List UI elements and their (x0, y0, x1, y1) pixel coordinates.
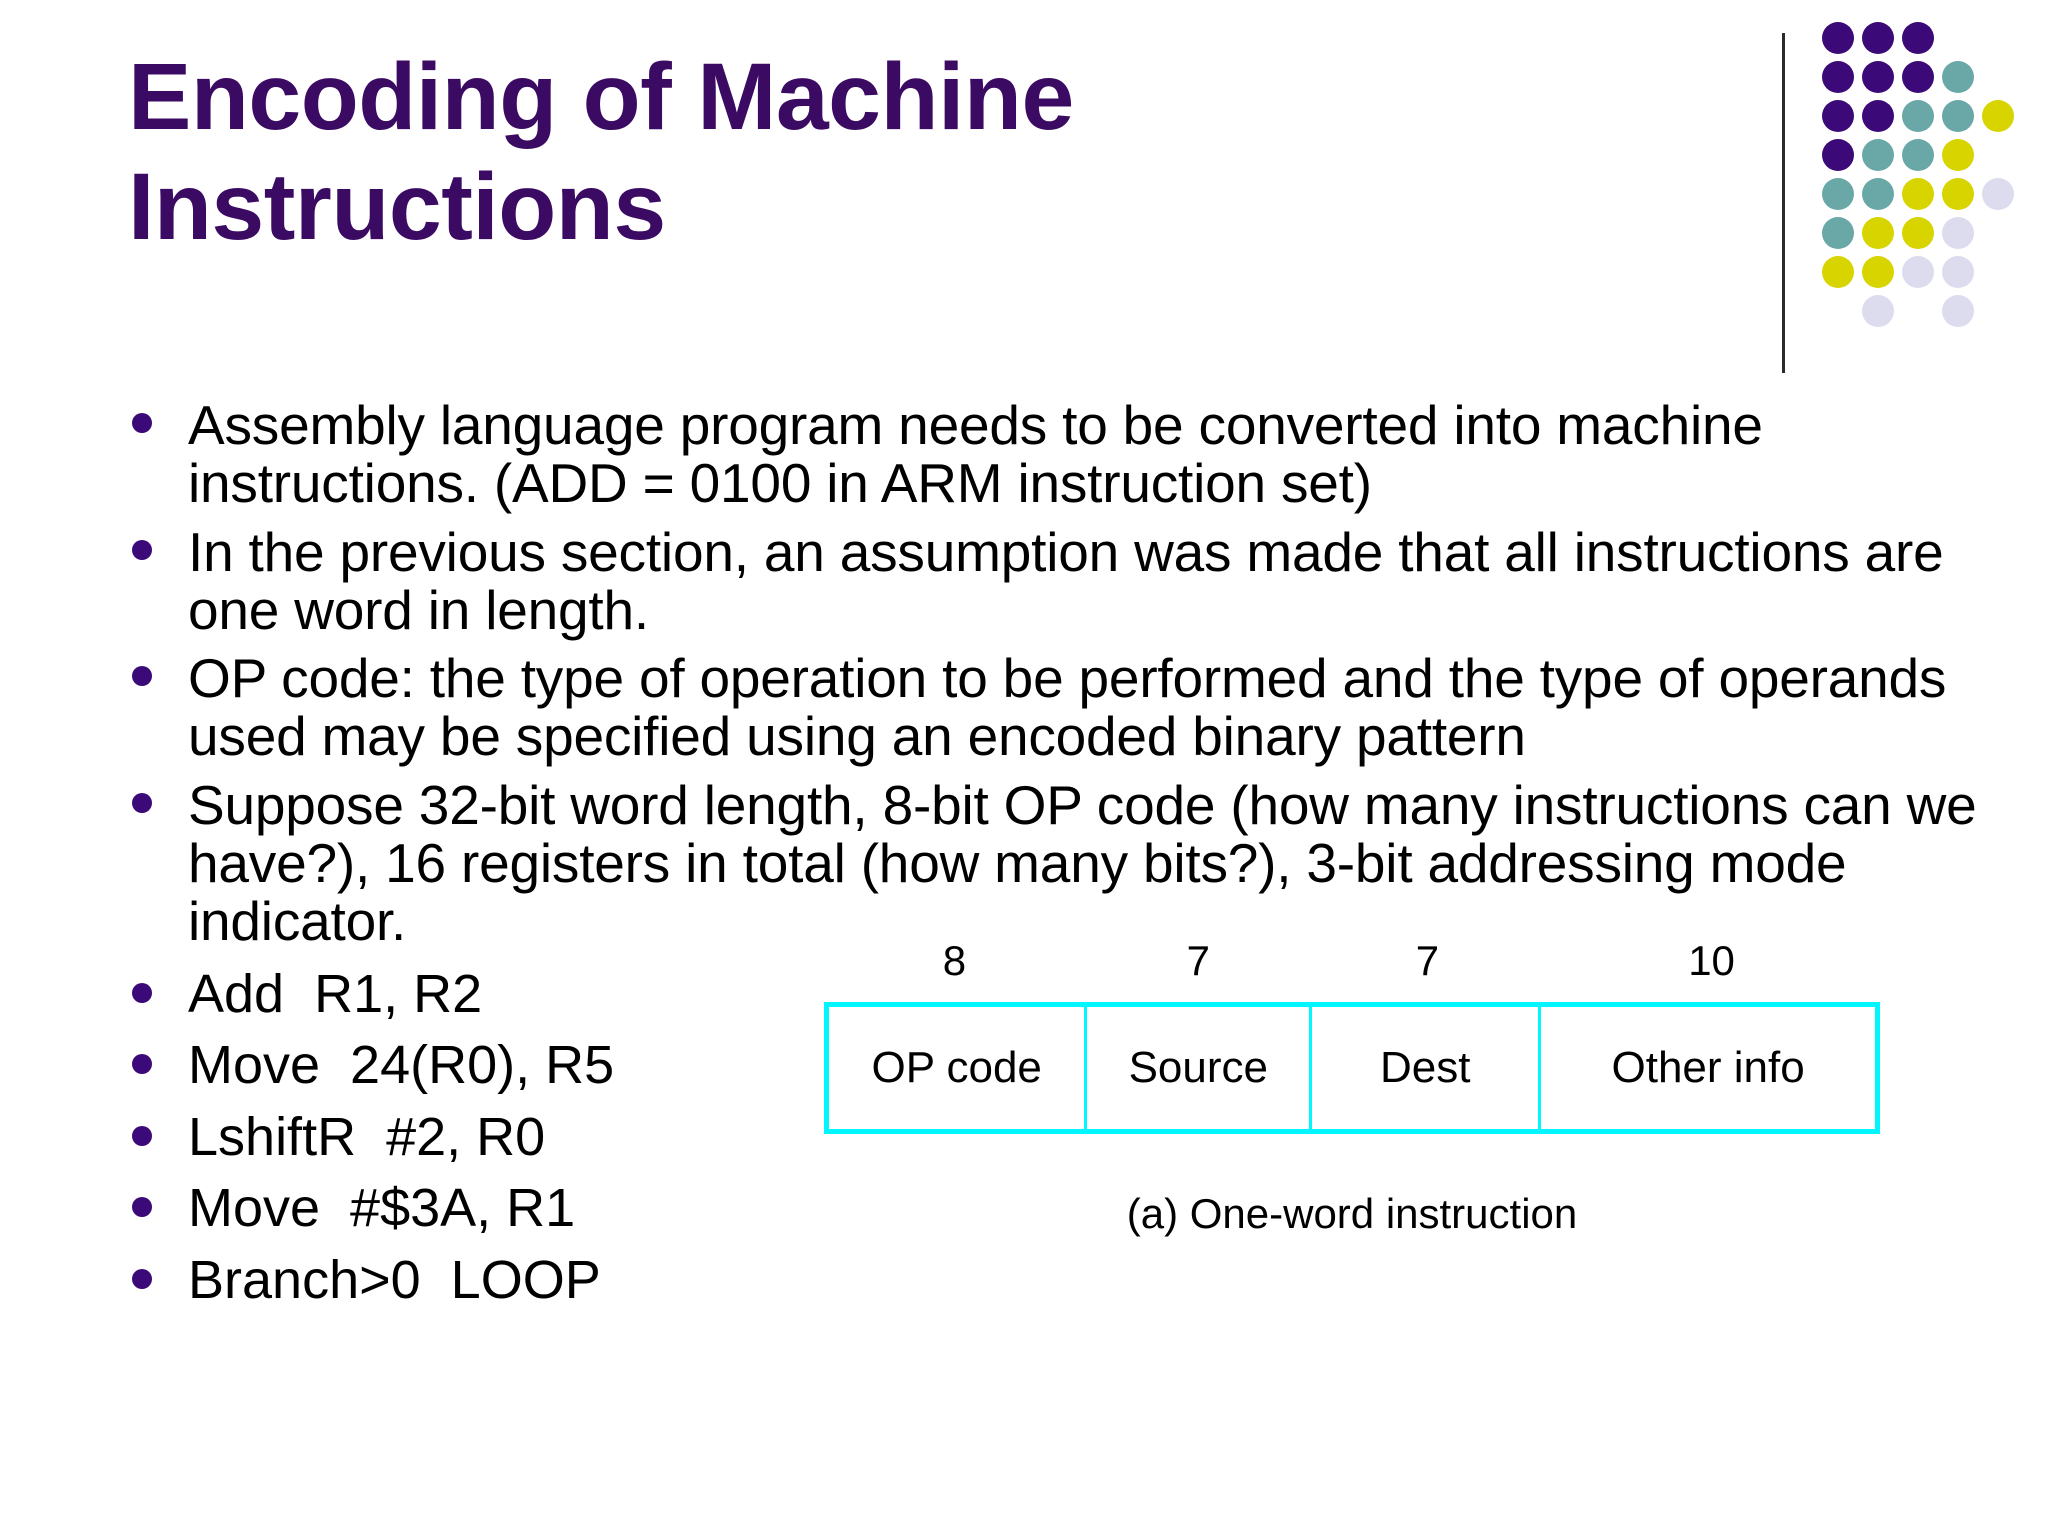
logo-dot-teal (1822, 217, 1854, 249)
logo-dot-lavender (1942, 256, 1974, 288)
logo-dot-row (1822, 256, 2022, 295)
bit-width-labels: 8 7 7 10 (824, 940, 1880, 1002)
logo-dot-teal (1942, 61, 1974, 93)
logo-dot-lavender (1942, 295, 1974, 327)
page-title: Encoding of Machine Instructions (128, 44, 1074, 261)
bullet-dot-icon (120, 1104, 188, 1146)
bullet-text: Suppose 32-bit word length, 8-bit OP cod… (188, 773, 1977, 953)
bullet-item-instruction-1: Move 24(R0), R5 (120, 1032, 1980, 1100)
bullet-text: In the previous section, an assumption w… (188, 520, 1944, 641)
logo-dot-row (1822, 139, 2022, 178)
bullet-item-paragraph-2: OP code: the type of operation to be per… (120, 649, 1980, 766)
logo-dot-yellow (1902, 178, 1934, 210)
logo-dot-purple (1862, 100, 1894, 132)
bullet-text: Move #$3A, R1 (188, 1178, 576, 1239)
bit-width-label-0: 8 (942, 937, 967, 984)
bullet-dot-icon (120, 523, 188, 560)
bullet-text: Assembly language program needs to be co… (188, 394, 1763, 515)
logo-dot-purple (1822, 61, 1854, 93)
bullet-text: OP code: the type of operation to be per… (188, 647, 1947, 768)
logo-dot-teal (1902, 139, 1934, 171)
logo-dot-yellow (1942, 139, 1974, 171)
logo-dot-row (1822, 295, 2022, 334)
bit-width-label-2: 7 (1415, 937, 1440, 984)
bullet-text: LshiftR #2, R0 (188, 1106, 546, 1167)
bullet-item-paragraph-1: In the previous section, an assumption w… (120, 523, 1980, 640)
bit-width-label-3: 10 (1688, 937, 1735, 984)
logo-dot-lavender (1982, 178, 2014, 210)
figure-caption: (a) One-word instruction (1126, 1190, 1578, 1237)
logo-dot-teal (1822, 178, 1854, 210)
logo-dot-yellow (1902, 217, 1934, 249)
bullet-dot-icon (120, 396, 188, 433)
logo-dot-yellow (1862, 217, 1894, 249)
bullet-dot-icon (120, 1247, 188, 1289)
logo-dot-row (1822, 178, 2022, 217)
dot-matrix-logo (1822, 22, 2022, 342)
logo-dot-purple (1822, 100, 1854, 132)
logo-dot-purple (1902, 22, 1934, 54)
logo-dot-lavender (1942, 217, 1974, 249)
bullet-text: Branch>0 LOOP (188, 1249, 601, 1310)
bullet-dot-icon (120, 649, 188, 687)
logo-dot-purple (1862, 61, 1894, 93)
bullet-dot-icon (120, 961, 188, 1003)
logo-dot-yellow (1862, 256, 1894, 288)
logo-dot-row (1822, 61, 2022, 100)
logo-dot-teal (1942, 100, 1974, 132)
logo-dot-row (1822, 100, 2022, 139)
logo-dot-purple (1902, 61, 1934, 93)
logo-dot-purple (1862, 22, 1894, 54)
bit-width-label-1: 7 (1186, 937, 1211, 984)
bullet-list: Assembly language program needs to be co… (120, 396, 1980, 1318)
bullet-dot-icon (120, 776, 188, 813)
logo-dot-lavender (1902, 256, 1934, 288)
format-field-2: Dest (1312, 1007, 1542, 1129)
bullet-item-instruction-4: Branch>0 LOOP (120, 1247, 1980, 1315)
bullet-text: Add R1, R2 (188, 963, 483, 1024)
logo-dot-yellow (1982, 100, 2014, 132)
bullet-item-instruction-2: LshiftR #2, R0 (120, 1104, 1980, 1172)
bullet-item-paragraph-0: Assembly language program needs to be co… (120, 396, 1980, 513)
logo-dot-teal (1862, 178, 1894, 210)
format-field-1: Source (1087, 1007, 1313, 1129)
logo-divider-line (1782, 33, 1785, 373)
bullet-dot-icon (120, 1032, 188, 1075)
bullet-item-paragraph-3: Suppose 32-bit word length, 8-bit OP cod… (120, 776, 1980, 951)
logo-dot-lavender (1862, 295, 1894, 327)
format-field-3: Other info (1611, 1043, 1805, 1092)
logo-dot-teal (1902, 100, 1934, 132)
logo-dot-yellow (1822, 256, 1854, 288)
logo-dot-row (1822, 217, 2022, 256)
logo-dot-purple (1822, 139, 1854, 171)
logo-dot-yellow (1942, 178, 1974, 210)
logo-dot-purple (1822, 22, 1854, 54)
bullet-item-instruction-3: Move #$3A, R1 (120, 1175, 1980, 1243)
bullet-text: Move 24(R0), R5 (188, 1035, 615, 1096)
bullet-dot-icon (120, 1175, 188, 1218)
bullet-item-instruction-0: Add R1, R2 (120, 961, 1980, 1029)
logo-dot-teal (1862, 139, 1894, 171)
logo-dot-row (1822, 22, 2022, 61)
format-field-0: OP code (829, 1007, 1088, 1129)
